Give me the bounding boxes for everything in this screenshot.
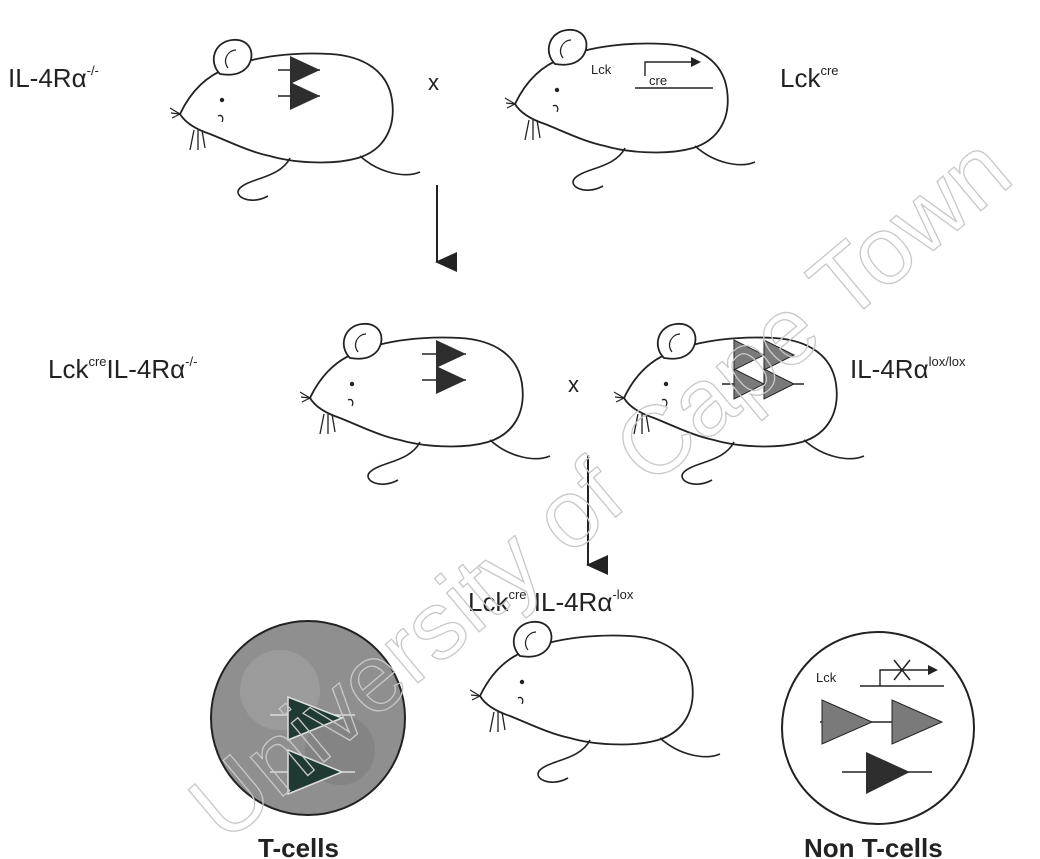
cre-gene-text: cre — [649, 73, 667, 88]
label-il4ra-loxlox: IL-4Rαlox/lox — [850, 354, 966, 384]
label-lckcre-il4ra-ko: LckcreIL-4Rα-/- — [48, 354, 197, 384]
label-t-cells: T-cells — [258, 833, 339, 859]
lck-promoter-text: Lck — [591, 62, 612, 77]
non-t-cell-circle: Lck — [782, 632, 974, 824]
mouse-il4ra-ko — [170, 40, 420, 200]
label-il4ra-ko: IL-4Rα-/- — [8, 63, 99, 93]
label-non-t-cells: Non T-cells — [804, 833, 943, 859]
cross-symbol-2: x — [568, 372, 579, 397]
mouse-offspring — [470, 622, 720, 782]
mouse-lck-cre: Lck cre — [505, 30, 755, 190]
cross-symbol-1: x — [428, 70, 439, 95]
mouse-lckcre-il4ra-ko — [300, 324, 550, 484]
label-lck-cre: Lckcre — [780, 63, 839, 93]
lck-promoter-text-2: Lck — [816, 670, 837, 685]
